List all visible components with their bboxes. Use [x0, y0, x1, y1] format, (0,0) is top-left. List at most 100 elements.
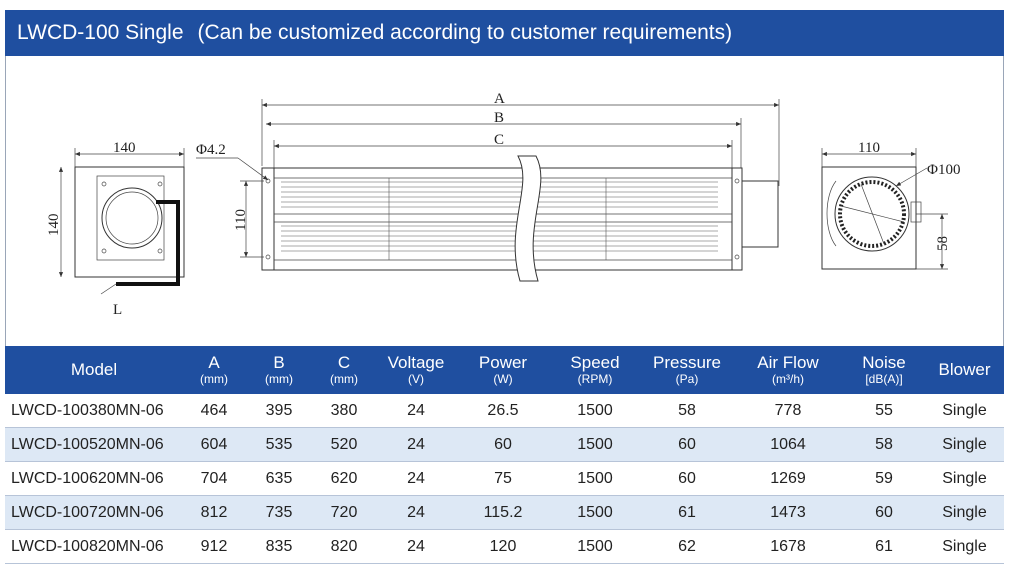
- right-view-body: [821, 166, 917, 270]
- left-width-label: 140: [113, 140, 136, 156]
- spec-table: Model A(mm) B(mm) C(mm) Voltage(V) Power…: [5, 346, 1004, 564]
- cell-blower: Single: [925, 461, 1004, 496]
- cell-model: LWCD-100720MN-06: [5, 495, 183, 530]
- cell-air-flow: 1473: [733, 495, 843, 530]
- left-view-body: [74, 166, 185, 278]
- cell-model: LWCD-100380MN-06: [5, 394, 183, 428]
- cell-power: 115.2: [457, 495, 549, 530]
- left-height-label: 140: [46, 214, 62, 237]
- cell-speed: 1500: [549, 394, 641, 428]
- cell-pressure: 60: [641, 461, 733, 496]
- table-row: LWCD-100620MN-06 704 635 620 24 75 1500 …: [5, 461, 1004, 496]
- lead-label: L: [113, 302, 122, 318]
- left-view-inner: [105, 191, 159, 245]
- table-row: LWCD-100520MN-06 604 535 520 24 60 1500 …: [5, 427, 1004, 462]
- motor: [741, 180, 779, 248]
- col-air-flow: Air Flow(m³/h): [733, 346, 843, 394]
- drawing-svg: 140 140 L A B C: [46, 91, 960, 318]
- cell-b: 835: [245, 529, 313, 564]
- table-row: LWCD-100380MN-06 464 395 380 24 26.5 150…: [5, 394, 1004, 428]
- cell-pressure: 61: [641, 495, 733, 530]
- cell-pressure: 62: [641, 529, 733, 564]
- cell-c: 520: [313, 427, 375, 462]
- cell-speed: 1500: [549, 495, 641, 530]
- left-view-plate: [96, 175, 165, 261]
- cell-blower: Single: [925, 394, 1004, 428]
- page-title: LWCD-100 Single: [17, 21, 184, 44]
- cell-power: 120: [457, 529, 549, 564]
- cell-noise: 60: [843, 495, 925, 530]
- cell-c: 620: [313, 461, 375, 496]
- cell-speed: 1500: [549, 529, 641, 564]
- cell-blower: Single: [925, 427, 1004, 462]
- cell-pressure: 60: [641, 427, 733, 462]
- cell-noise: 59: [843, 461, 925, 496]
- cell-model: LWCD-100520MN-06: [5, 427, 183, 462]
- cell-b: 535: [245, 427, 313, 462]
- cell-c: 820: [313, 529, 375, 564]
- cell-a: 704: [183, 461, 245, 496]
- cell-speed: 1500: [549, 461, 641, 496]
- housing: [273, 167, 733, 271]
- left-view: 140 140 L: [46, 140, 185, 318]
- col-model: Model: [5, 346, 183, 394]
- impeller-blades: [838, 180, 906, 248]
- cell-b: 735: [245, 495, 313, 530]
- col-a: A(mm): [183, 346, 245, 394]
- cell-air-flow: 1269: [733, 461, 843, 496]
- lead-wire: [116, 200, 180, 286]
- offset-label: 58: [935, 236, 951, 251]
- cell-a: 812: [183, 495, 245, 530]
- cell-noise: 58: [843, 427, 925, 462]
- dim-a-label: A: [494, 91, 505, 107]
- cell-b: 395: [245, 394, 313, 428]
- page-subtitle: (Can be customized according to customer…: [197, 21, 733, 44]
- right-width-label: 110: [858, 140, 880, 156]
- cell-voltage: 24: [375, 427, 457, 462]
- cell-power: 60: [457, 427, 549, 462]
- cell-speed: 1500: [549, 427, 641, 462]
- cell-a: 604: [183, 427, 245, 462]
- cell-voltage: 24: [375, 529, 457, 564]
- cell-model: LWCD-100820MN-06: [5, 529, 183, 564]
- col-speed: Speed(RPM): [549, 346, 641, 394]
- col-power: Power(W): [457, 346, 549, 394]
- cell-model: LWCD-100620MN-06: [5, 461, 183, 496]
- cell-power: 75: [457, 461, 549, 496]
- break-gap: [514, 155, 542, 282]
- table-row: LWCD-100720MN-06 812 735 720 24 115.2 15…: [5, 495, 1004, 530]
- cell-a: 912: [183, 529, 245, 564]
- cell-power: 26.5: [457, 394, 549, 428]
- cell-b: 635: [245, 461, 313, 496]
- col-c: C(mm): [313, 346, 375, 394]
- cell-voltage: 24: [375, 394, 457, 428]
- col-blower: Blower: [925, 346, 1004, 394]
- cell-voltage: 24: [375, 461, 457, 496]
- cell-air-flow: 1064: [733, 427, 843, 462]
- col-noise: Noise[dB(A)]: [843, 346, 925, 394]
- cell-c: 720: [313, 495, 375, 530]
- front-height-label: 110: [233, 209, 249, 231]
- cell-air-flow: 1678: [733, 529, 843, 564]
- cell-c: 380: [313, 394, 375, 428]
- dia-label: Φ100: [927, 162, 960, 178]
- table-header-row: Model A(mm) B(mm) C(mm) Voltage(V) Power…: [5, 346, 1004, 394]
- hole-label: Φ4.2: [196, 142, 226, 158]
- cell-noise: 61: [843, 529, 925, 564]
- front-view: A B C: [196, 91, 780, 282]
- technical-drawing: 140 140 L A B C: [5, 56, 1004, 346]
- dim-b-label: B: [494, 110, 504, 126]
- impeller-outline: [834, 176, 910, 252]
- cell-blower: Single: [925, 529, 1004, 564]
- col-b: B(mm): [245, 346, 313, 394]
- dim-c-label: C: [494, 132, 504, 148]
- cell-air-flow: 778: [733, 394, 843, 428]
- cell-a: 464: [183, 394, 245, 428]
- cell-noise: 55: [843, 394, 925, 428]
- table-row: LWCD-100820MN-06 912 835 820 24 120 1500…: [5, 529, 1004, 564]
- col-voltage: Voltage(V): [375, 346, 457, 394]
- cell-blower: Single: [925, 495, 1004, 530]
- right-view: 110 Φ100 58: [821, 140, 960, 270]
- title-bar: LWCD-100 Single (Can be customized accor…: [5, 10, 1004, 56]
- col-pressure: Pressure(Pa): [641, 346, 733, 394]
